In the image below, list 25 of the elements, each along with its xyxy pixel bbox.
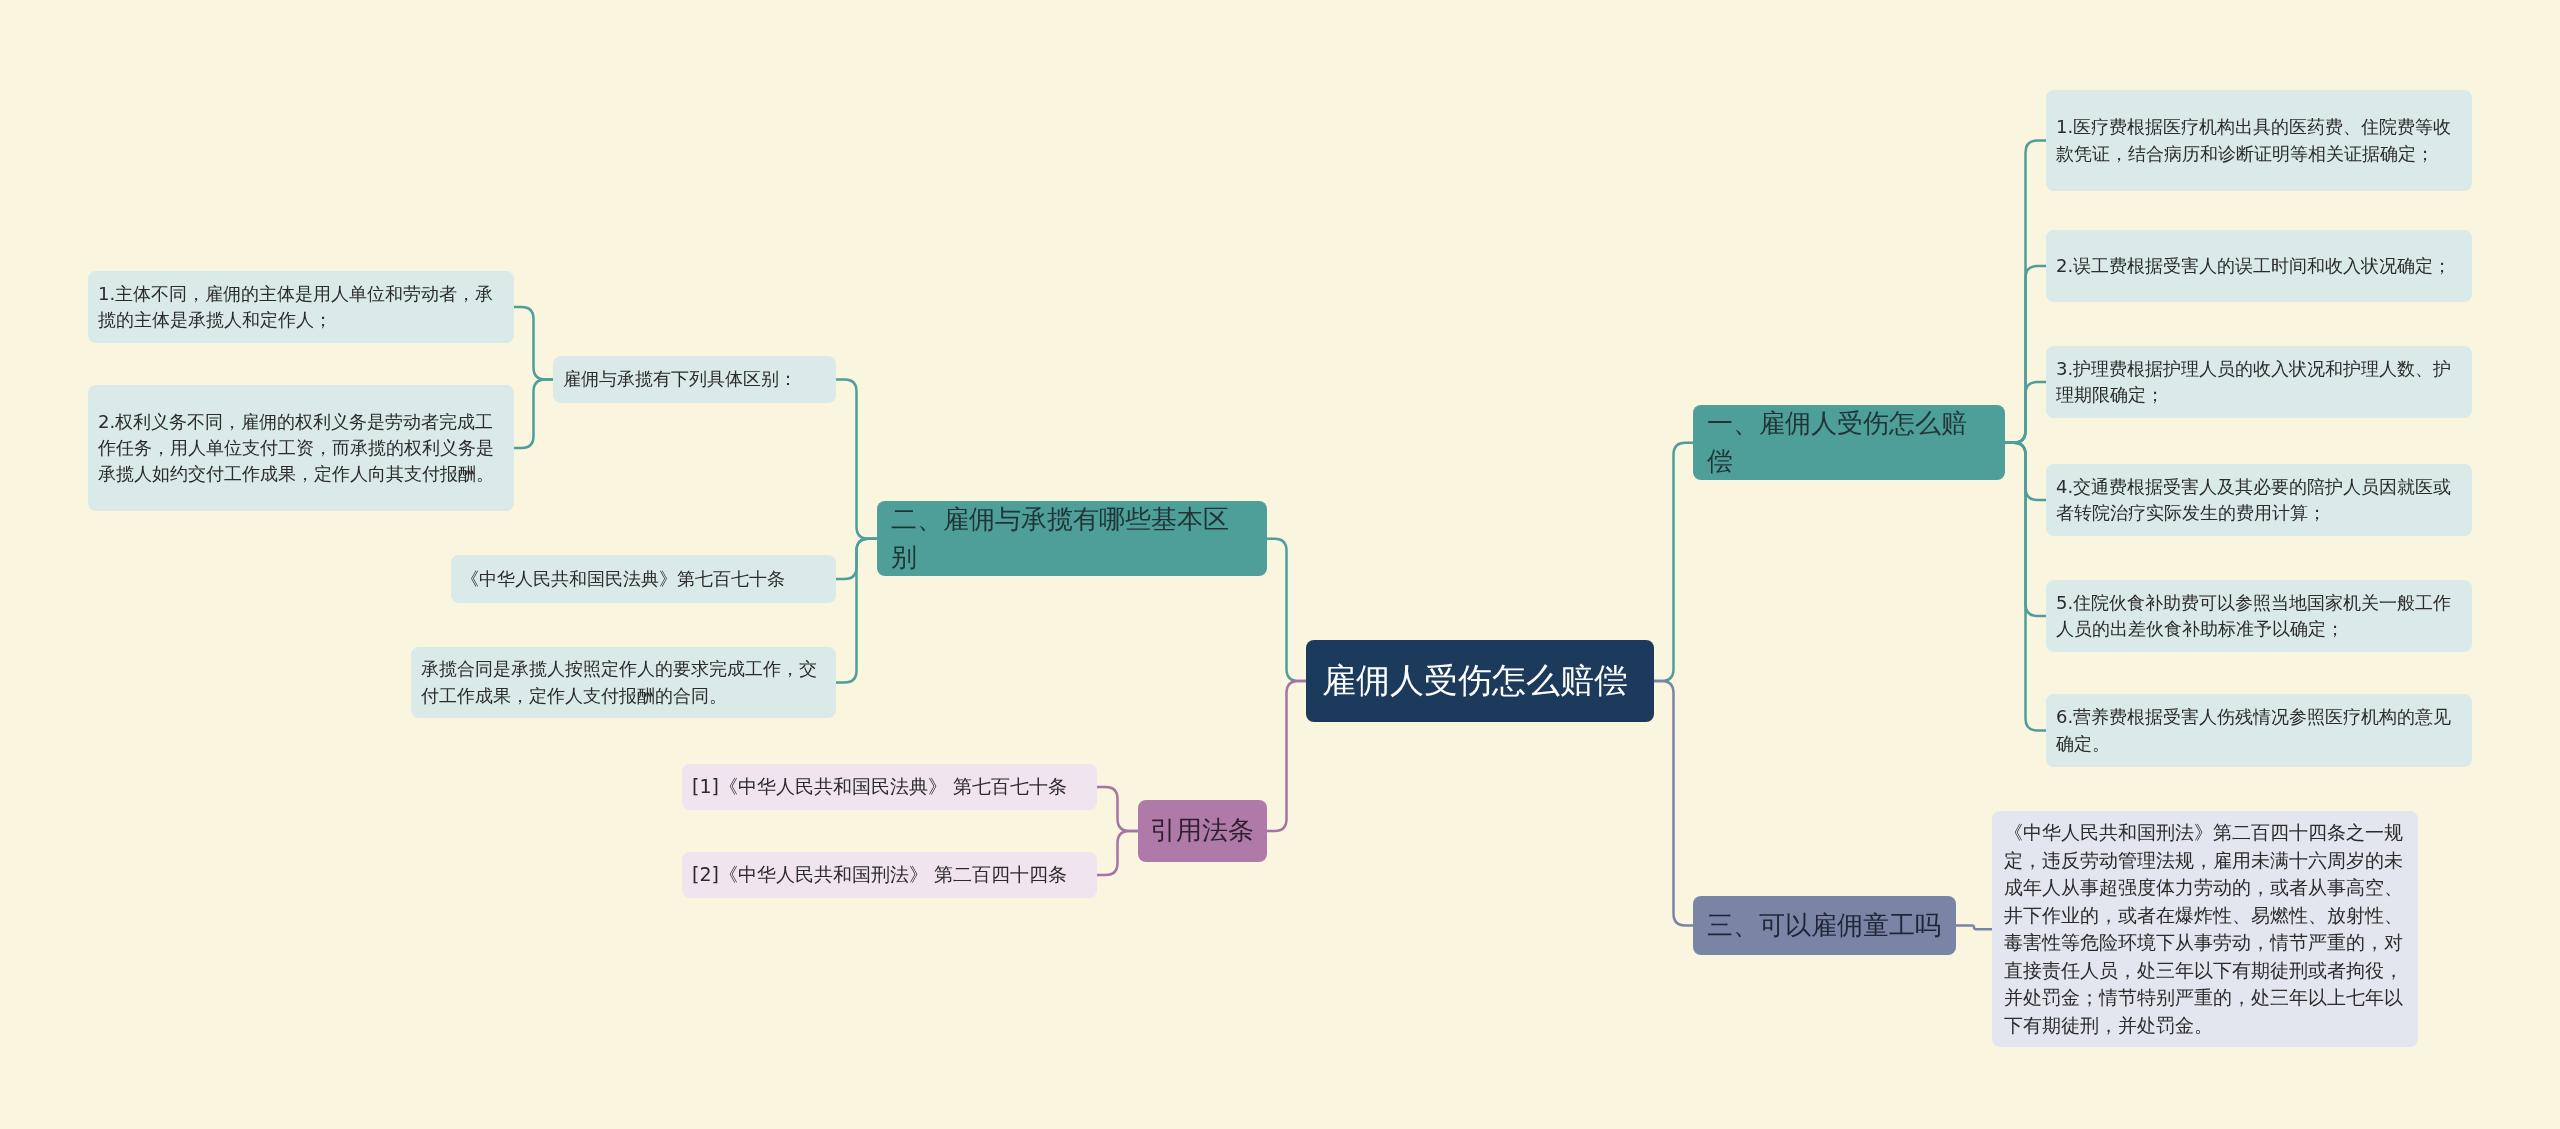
branch-topic-box: 引用法条 <box>1138 800 1267 862</box>
connector-line <box>836 537 877 684</box>
connector-line <box>1654 679 1693 927</box>
connector-line <box>1267 679 1306 833</box>
detail-box: 1.主体不同，雇佣的主体是用人单位和劳动者，承揽的主体是承揽人和定作人； <box>88 271 514 343</box>
detail-box: 3.护理费根据护理人员的收入状况和护理人数、护理期限确定； <box>2046 346 2472 418</box>
detail-box: 《中华人民共和国刑法》第二百四十四条之一规定，违反劳动管理法规，雇用未满十六周岁的未成年人从事超强度体力劳动的，或者从事高空、井下作业的，或者在爆炸性、易燃性、放射性、毒害性等危险环境下从事劳动，情节严重的，对直接责任人员，处三年以下有期徒刑或者拘役，并处罚金；情节特别严重的，处三年以上七年以下有期徒刑，并处罚金。 <box>1992 811 2418 1048</box>
central-topic-box: 雇佣人受伤怎么赔偿 <box>1306 640 1654 722</box>
detail-box: 雇佣与承揽有下列具体区别： <box>553 356 836 403</box>
connector-line <box>2005 441 2046 732</box>
detail-box: 4.交通费根据受害人及其必要的陪护人员因就医或者转院治疗实际发生的费用计算； <box>2046 464 2472 536</box>
detail-box: 《中华人民共和国民法典》第七百七十条 <box>451 555 836 603</box>
branch-topic-box: 二、雇佣与承揽有哪些基本区别 <box>877 501 1267 577</box>
detail-box: 1.医疗费根据医疗机构出具的医药费、住院费等收款凭证，结合病历和诊断证明等相关证据确定； <box>2046 90 2472 191</box>
reference-box: [2]《中华人民共和国刑法》 第二百四十四条 <box>682 852 1097 898</box>
detail-box: 2.误工费根据受害人的误工时间和收入状况确定； <box>2046 230 2472 302</box>
detail-box: 2.权利义务不同，雇佣的权利义务是劳动者完成工作任务，用人单位支付工资，而承揽的权利义务是承揽人如约交付工作成果，定作人向其支付报酬。 <box>88 385 514 511</box>
detail-box: 承揽合同是承揽人按照定作人的要求完成工作，交付工作成果，定作人支付报酬的合同。 <box>411 647 836 718</box>
reference-box: [1]《中华人民共和国民法典》 第七百七十条 <box>682 764 1097 810</box>
connector-line <box>1097 829 1138 877</box>
detail-box: 6.营养费根据受害人伤残情况参照医疗机构的意见确定。 <box>2046 694 2472 767</box>
branch-topic-box: 三、可以雇佣童工吗 <box>1693 896 1956 955</box>
branch-topic-box: 一、雇佣人受伤怎么赔偿 <box>1693 405 2005 481</box>
connector-line <box>1956 924 1992 931</box>
detail-box: 5.住院伙食补助费可以参照当地国家机关一般工作人员的出差伙食补助标准予以确定； <box>2046 580 2472 652</box>
